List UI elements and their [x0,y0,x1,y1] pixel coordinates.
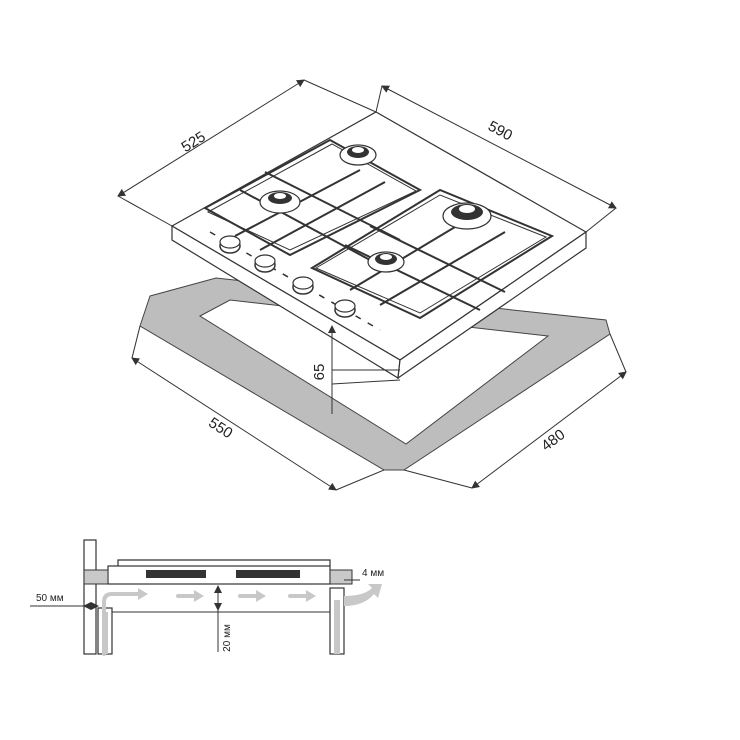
dimension-cutout-depth [403,333,627,489]
burner-back-left [339,144,377,166]
dimension-label-590: 590 [485,118,515,145]
dimension-label-65: 65 [311,364,328,381]
control-knobs [209,231,381,331]
knob-2 [254,254,276,273]
knob-1 [219,235,241,254]
pan-support-right [309,188,555,320]
dimension-label-480: 480 [538,426,568,455]
label-side-clearance: 50 мм [36,593,64,604]
dimension-label-550: 550 [205,414,235,442]
burner-back-right-large [442,202,492,230]
installation-section [30,539,382,656]
label-air-gap: 20 мм [222,624,233,652]
label-rear-gap: 4 мм [362,568,384,579]
dimension-cutout-width [131,325,385,491]
burner-front-left [259,190,301,214]
dimension-width-hob [375,85,617,233]
dimension-depth-hob [117,79,377,227]
burner-front-right [367,251,405,273]
knob-4 [334,299,356,318]
wall [83,539,97,655]
dimension-height [328,325,401,414]
dimension-label-525: 525 [178,128,208,156]
knob-3 [292,276,314,295]
